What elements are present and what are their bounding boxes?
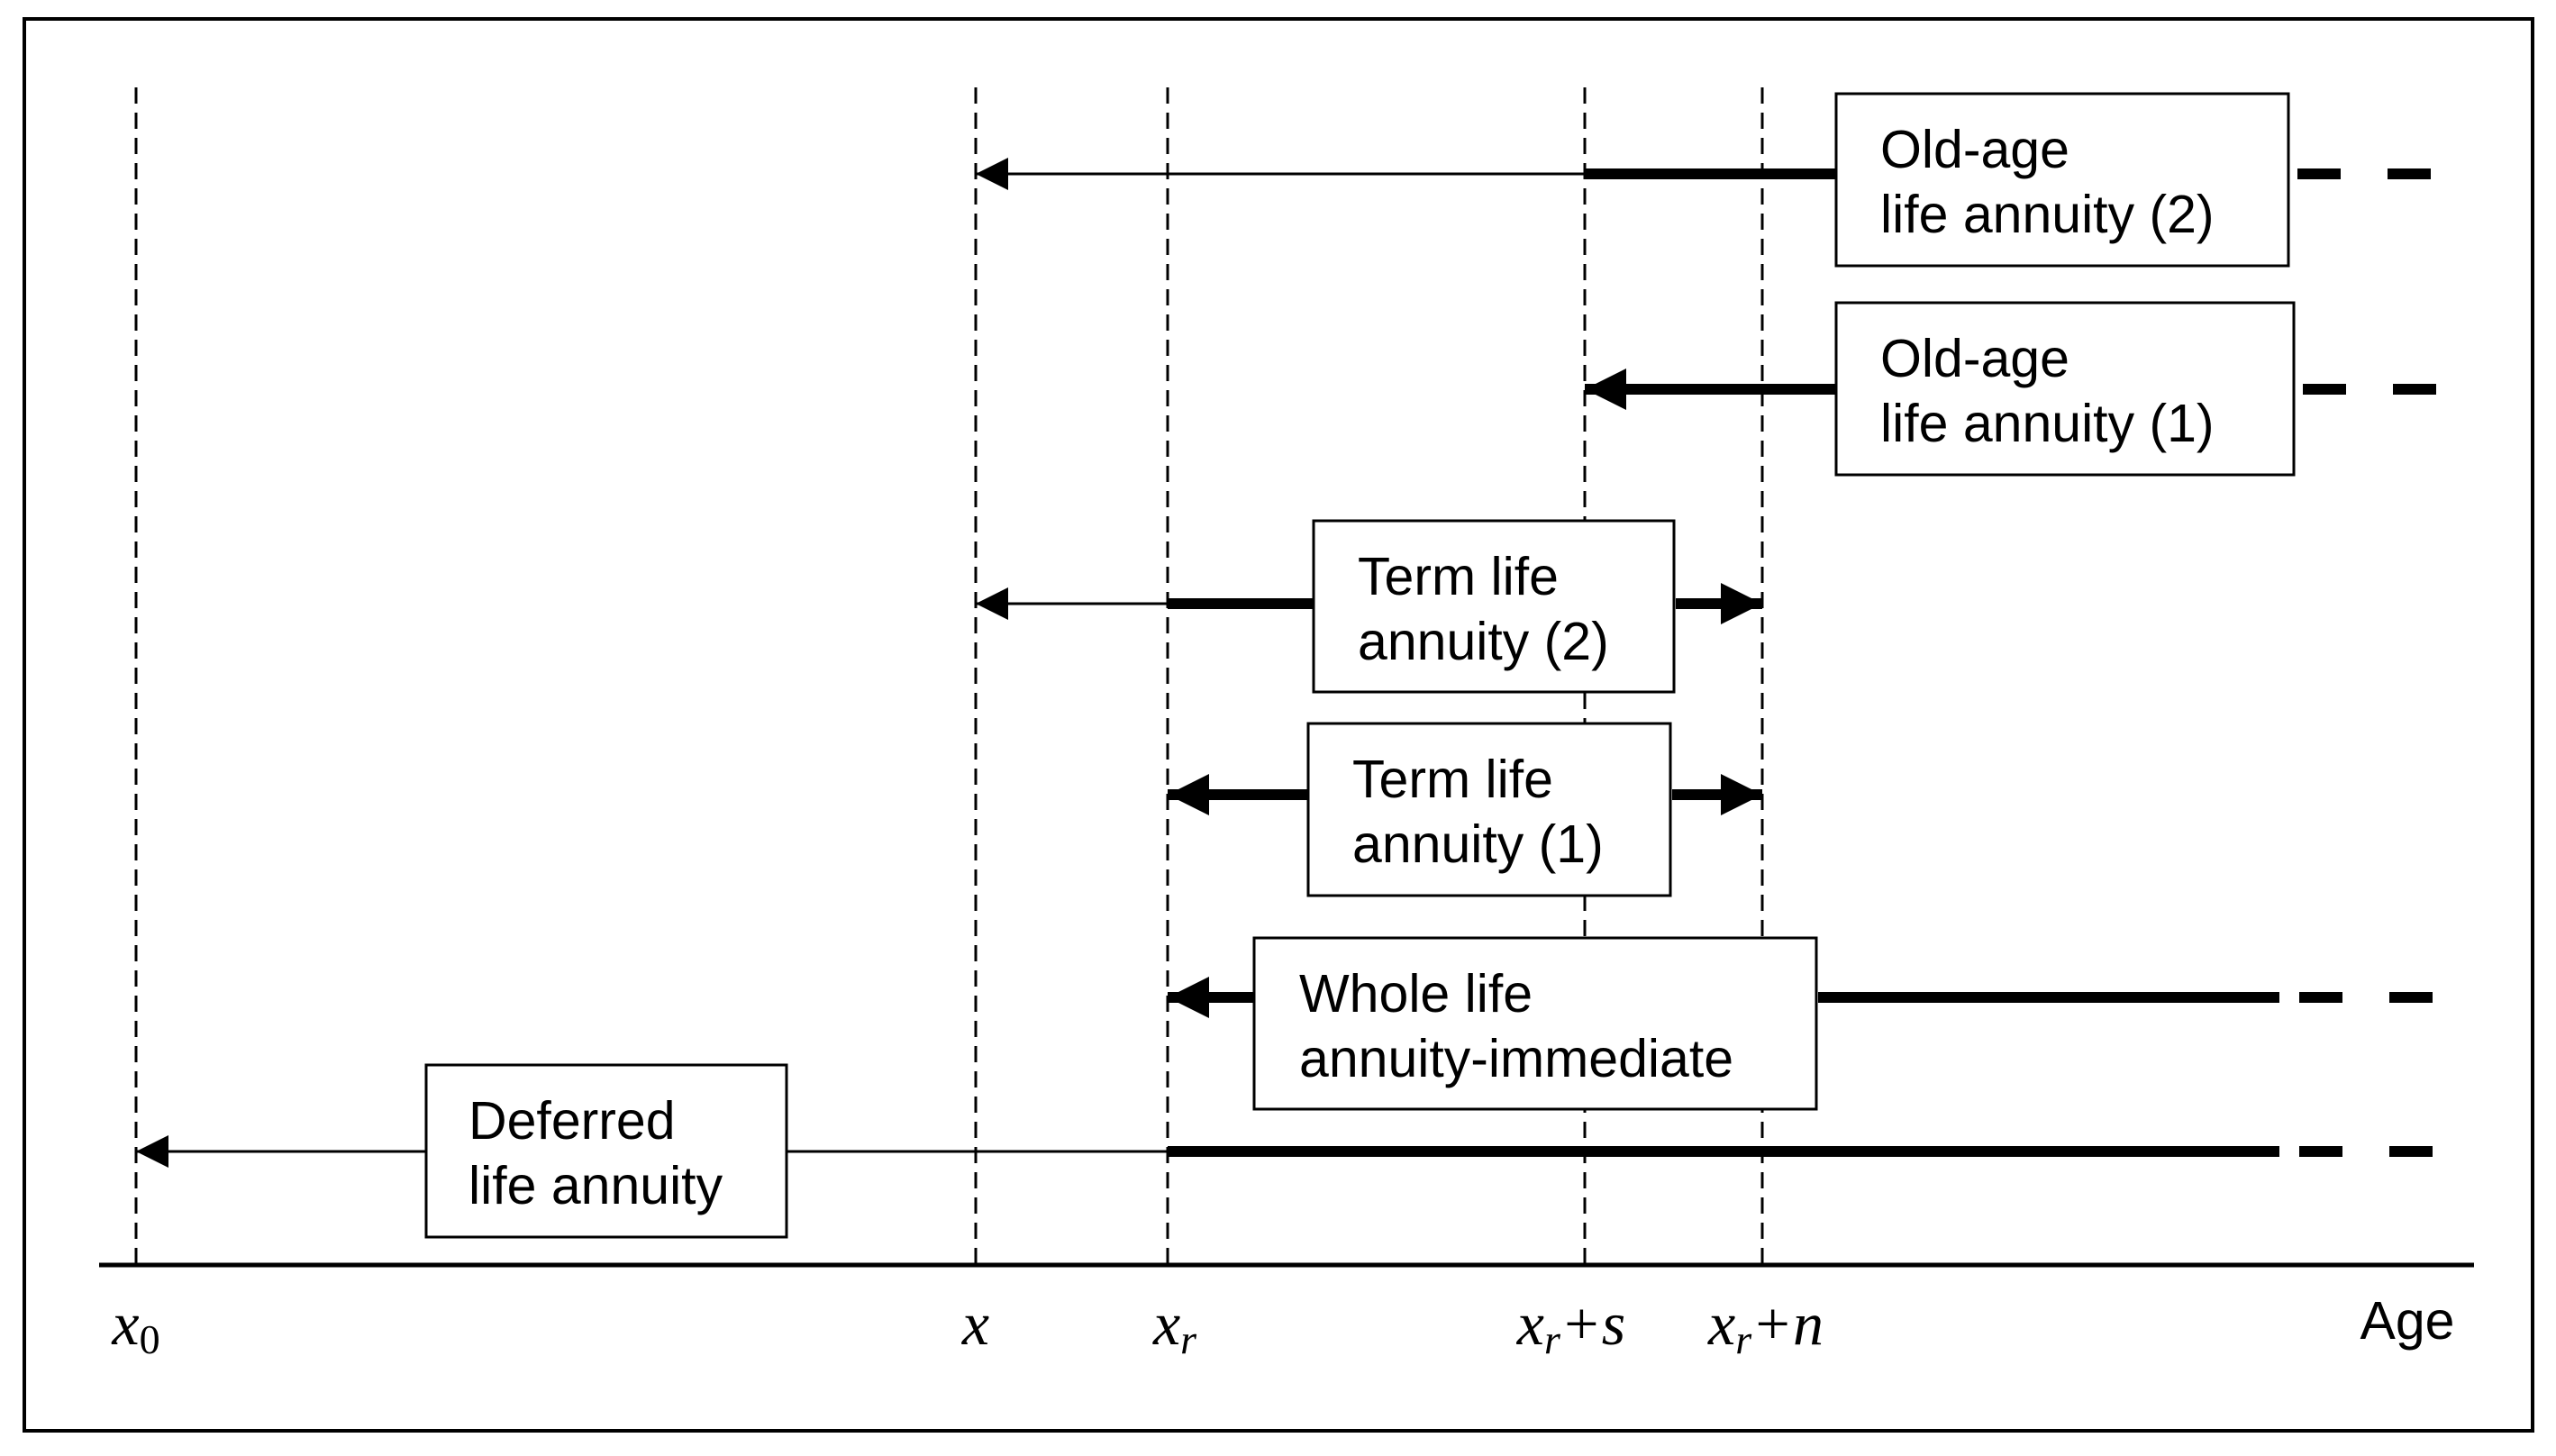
- old-age-2-line2: life annuity (2): [1880, 185, 2215, 244]
- whole-life-line2: annuity-immediate: [1299, 1029, 1733, 1088]
- term-1-line2: annuity (1): [1352, 814, 1604, 874]
- old-age-1-line2: life annuity (1): [1880, 394, 2215, 453]
- deferred-line1: Deferred: [468, 1091, 676, 1151]
- tick-label-x: x: [961, 1289, 989, 1358]
- old-age-1-box: [1834, 301, 2296, 477]
- deferred-line2: life annuity: [468, 1156, 723, 1215]
- outer-frame: [23, 17, 2534, 1433]
- tick-label-x0: x0: [111, 1289, 159, 1362]
- term-annuity-2-row: Term life annuity (2): [976, 519, 1762, 694]
- whole-life-label: Whole life annuity-immediate: [1299, 964, 1733, 1088]
- whole-life-box: [1252, 936, 1818, 1111]
- term-2-line1: Term life: [1358, 547, 1559, 606]
- term-1-box: [1306, 722, 1672, 897]
- deferred-annuity-row: Deferred life annuity: [136, 1063, 2442, 1239]
- term-2-label: Term life annuity (2): [1358, 547, 1609, 671]
- term-annuity-1-row: Term life annuity (1): [1168, 722, 1762, 897]
- old-age-2-line1: Old-age: [1880, 120, 2069, 179]
- tick-labels: x0 x xr xr+s xr+n Age: [111, 1289, 2454, 1362]
- old-age-annuity-2-row: Old-age life annuity (2): [976, 92, 2440, 268]
- tick-label-xr-plus-n: xr+n: [1707, 1289, 1824, 1362]
- deferred-box: [424, 1063, 788, 1239]
- old-age-1-label: Old-age life annuity (1): [1880, 329, 2215, 453]
- term-2-box: [1312, 519, 1676, 694]
- term-2-line2: annuity (2): [1358, 612, 1609, 671]
- old-age-annuity-1-row: Old-age life annuity (1): [1585, 301, 2445, 477]
- whole-life-line1: Whole life: [1299, 964, 1533, 1024]
- axis-label-age: Age: [2360, 1291, 2455, 1351]
- term-1-line1: Term life: [1352, 750, 1553, 809]
- tick-label-xr: xr: [1152, 1289, 1197, 1362]
- whole-life-annuity-row: Whole life annuity-immediate: [1168, 936, 2442, 1111]
- deferred-label: Deferred life annuity: [468, 1091, 723, 1215]
- old-age-2-label: Old-age life annuity (2): [1880, 120, 2215, 244]
- term-1-label: Term life annuity (1): [1352, 750, 1604, 874]
- tick-label-xr-plus-s: xr+s: [1516, 1289, 1625, 1362]
- old-age-1-line1: Old-age: [1880, 329, 2069, 388]
- old-age-2-box: [1834, 92, 2290, 268]
